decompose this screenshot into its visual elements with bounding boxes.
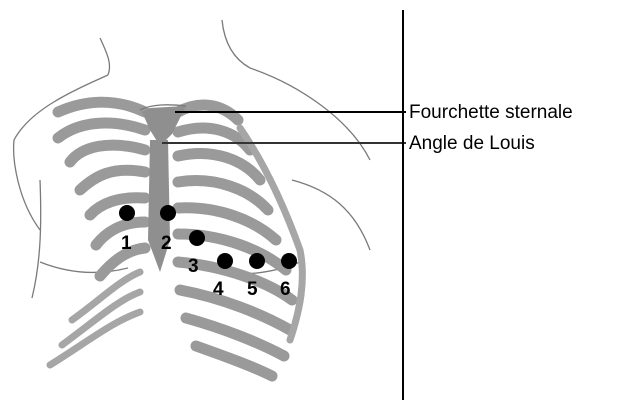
left-rib-4 [80, 170, 145, 190]
left-rib-3 [70, 145, 145, 162]
left-rib-1 [58, 102, 145, 112]
electrode-v2-label: 2 [161, 233, 172, 254]
left-rib-5 [90, 198, 145, 215]
electrode-v5-dot [249, 253, 265, 269]
electrode-v3-dot [189, 230, 205, 246]
electrode-v5-label: 5 [247, 279, 258, 300]
label-angle-of-louis: Angle de Louis [409, 133, 535, 154]
neck-left-line [100, 38, 110, 75]
left-arm-line [32, 180, 41, 298]
electrode-v6-label: 6 [280, 279, 291, 300]
electrode-v1-label: 1 [121, 233, 132, 254]
electrode-v4-dot [217, 253, 233, 269]
electrode-v2-dot [160, 205, 176, 221]
right-shoulder-line [250, 68, 370, 160]
electrode-v3-label: 3 [188, 256, 199, 277]
right-arm-line [292, 180, 370, 250]
electrode-v6-dot [281, 253, 297, 269]
electrode-v1-dot [119, 205, 135, 221]
neck-right-line [222, 20, 250, 68]
label-sternal-notch: Fourchette sternale [409, 102, 573, 123]
left-rib-2 [58, 123, 145, 138]
electrode-v4-label: 4 [213, 279, 224, 300]
